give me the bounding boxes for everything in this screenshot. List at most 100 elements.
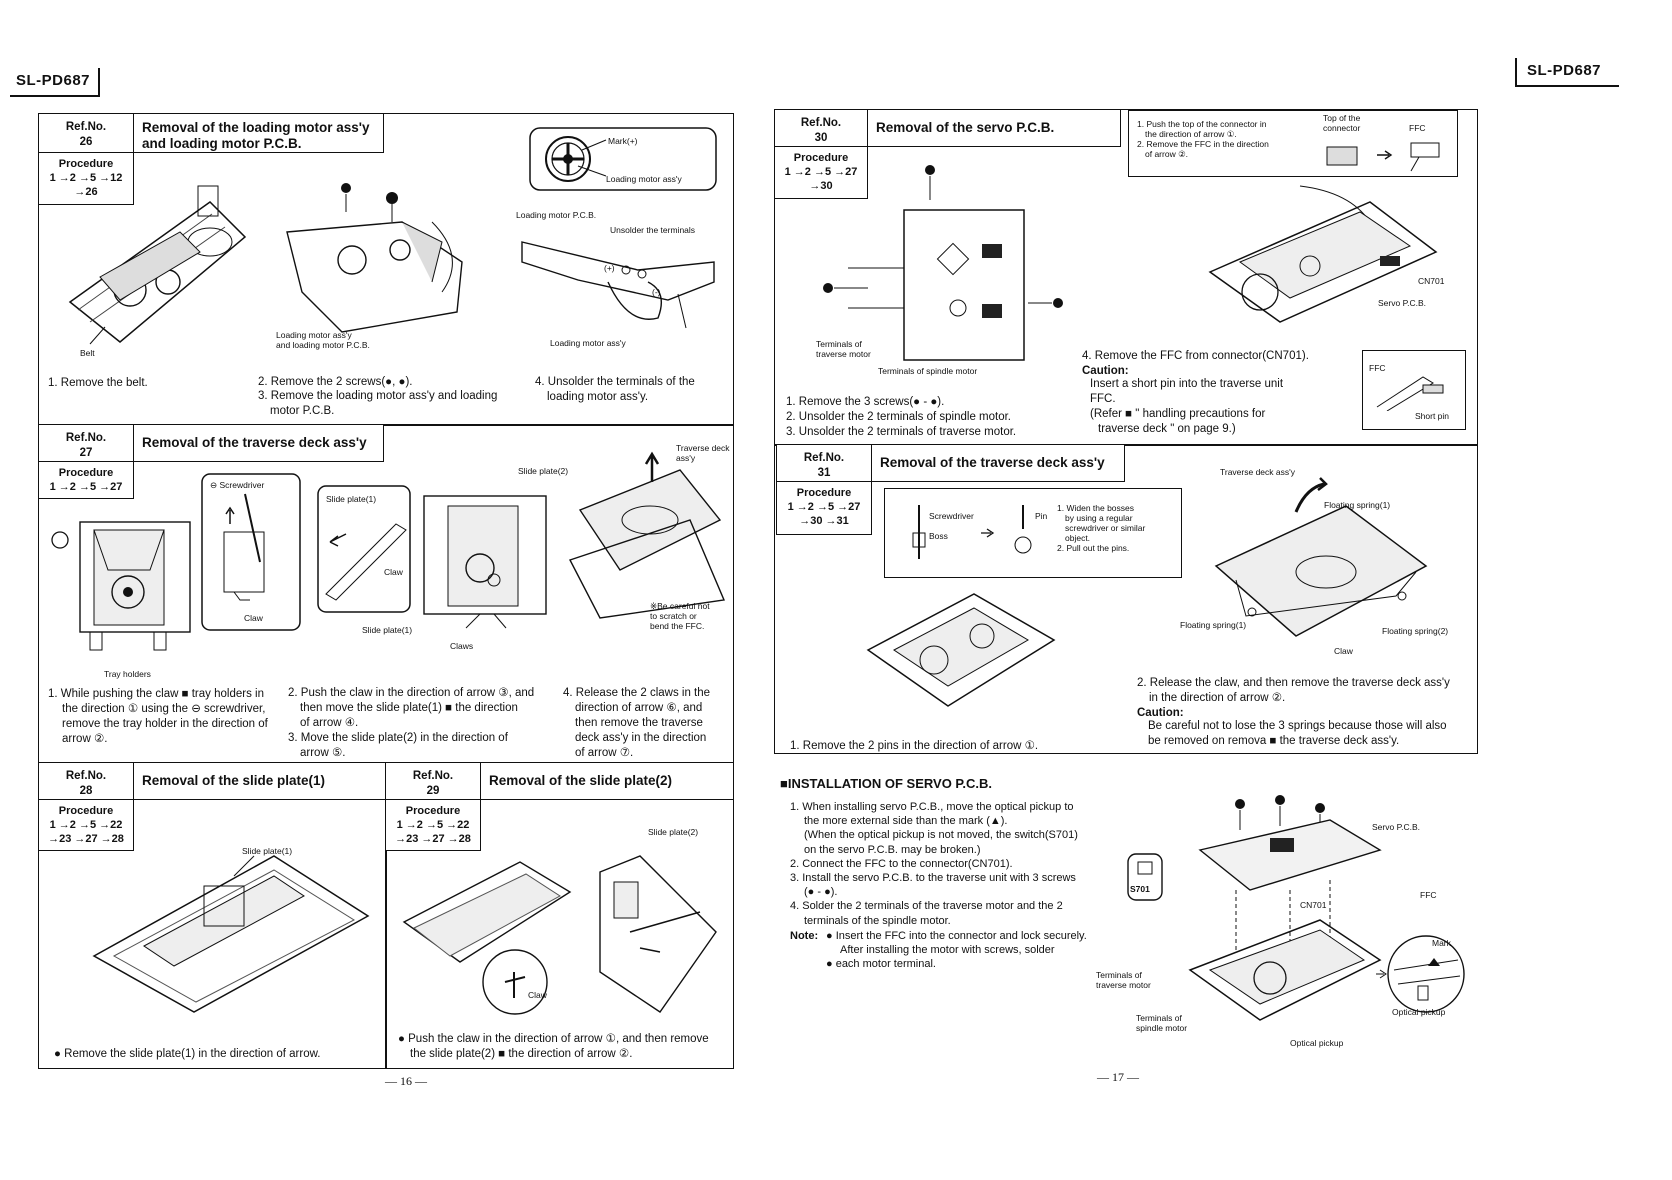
- widen-boss-box: Screwdriver Boss Pin 1. Widen the bosses…: [884, 488, 1182, 578]
- label-careful-ffc: ※Be careful not to scratch or bend the F…: [650, 601, 710, 631]
- s701-switch-inset: [1126, 852, 1164, 902]
- procedure-26: Procedure 1 →2 →5 →12 →26: [38, 152, 134, 205]
- divider-30-31: [774, 444, 1478, 446]
- procedure-28: Procedure 1 →2 →5 →22 →23 →27 →28: [38, 799, 134, 851]
- label-claw-29: Claw: [528, 990, 547, 1000]
- label-slide-plate1: Slide plate(1): [326, 494, 377, 504]
- label-ffc-info: FFC: [1409, 123, 1426, 133]
- step-31-2: 2. Release the claw, and then remove the…: [1137, 677, 1450, 704]
- label-boss: Boss: [929, 531, 948, 541]
- label-optical-pickup-b: Optical pickup: [1392, 1007, 1446, 1017]
- installation-note-label: Note:: [790, 930, 819, 942]
- label-s701: S701: [1130, 884, 1150, 894]
- traverse-deck-lift-drawing: [560, 450, 728, 620]
- connector-info-box: 1. Push the top of the connector in the …: [1128, 110, 1458, 177]
- traverse-deck-removal-drawing: [1196, 476, 1436, 656]
- slide-plate2-drawing: [400, 852, 720, 1022]
- label-unsolder-terminals: Unsolder the terminals: [610, 225, 696, 235]
- label-traverse-deck-27: Traverse deck ass'y: [676, 443, 730, 463]
- label-slide-plate1-b: Slide plate(1): [362, 625, 413, 635]
- label-floating1: Floating spring(1): [1324, 500, 1391, 510]
- deck-belt-drawing: [60, 182, 250, 360]
- label-traverse-deck-31: Traverse deck ass'y: [1220, 467, 1295, 477]
- right-page-frame: [774, 109, 1478, 754]
- label-slide-plate1-28: Slide plate(1): [242, 846, 293, 856]
- connector-sketch: [1307, 137, 1455, 175]
- section-30-title: Removal of the servo P.C.B.: [867, 109, 1121, 147]
- label-cn701-install: CN701: [1300, 900, 1327, 910]
- installation-heading: ■INSTALLATION OF SERVO P.C.B.: [780, 776, 993, 791]
- model-label-left: SL-PD687: [10, 68, 101, 97]
- step-27-4: 4. Release the 2 claws in the direction …: [563, 687, 711, 759]
- label-screwdriver: ⊖ Screwdriver: [210, 480, 265, 490]
- step-27-1: 1. While pushing the claw ■ tray holders…: [48, 688, 268, 745]
- traverse-unit-drawing: [864, 590, 1058, 710]
- label-tray-holders: Tray holders: [104, 669, 151, 679]
- ref-number: 26: [79, 136, 93, 148]
- label-cn701-30: CN701: [1418, 276, 1445, 286]
- label-mark-install: Mark: [1432, 938, 1451, 948]
- loading-motor-screws-drawing: [282, 182, 472, 342]
- page-number-right: — 17 —: [1097, 1070, 1139, 1084]
- ref-no-28: Ref.No. 28: [38, 762, 134, 800]
- ref-no-31: Ref.No. 31: [776, 444, 872, 482]
- caution-31: Caution:: [1137, 707, 1184, 719]
- label-floating2: Floating spring(2): [1382, 626, 1449, 636]
- servo-pcb-drawing: [818, 158, 1068, 368]
- label-plus: (+): [604, 263, 615, 273]
- servo-install-drawing: [1180, 790, 1420, 1040]
- ref-no-26: Ref.No. 26: [38, 113, 134, 153]
- label-belt: Belt: [80, 348, 95, 358]
- label-claw-27b: Claw: [384, 567, 403, 577]
- loading-motor-mark-inset: [528, 126, 718, 192]
- deck-claws-drawing: [420, 492, 550, 632]
- caution-30: Caution:: [1082, 365, 1129, 377]
- label-minus: (-): [652, 287, 661, 297]
- installation-steps: 1. When installing servo P.C.B., move th…: [790, 801, 1078, 927]
- label-loading-motor-pcb: Loading motor P.C.B.: [516, 210, 597, 220]
- label-short-pin: Short pin: [1415, 411, 1450, 421]
- widen-instructions: 1. Widen the bosses by using a regular s…: [1057, 503, 1146, 553]
- label-claw-27: Claw: [244, 613, 263, 623]
- label-slide-plate2: Slide plate(2): [518, 466, 569, 476]
- label-claws: Claws: [450, 641, 474, 651]
- label-loading-motor-assy-inset: Loading motor ass'y: [606, 174, 682, 184]
- label-claw-31: Claw: [1334, 646, 1353, 656]
- step-26-4: 4. Unsolder the terminals of the loading…: [535, 376, 695, 403]
- section-29-title: Removal of the slide plate(2): [480, 762, 734, 800]
- servo-pcb-assembly-drawing: [1200, 182, 1440, 332]
- loading-motor-pcb-drawing: [518, 222, 718, 334]
- label-slide-plate2-29: Slide plate(2): [648, 827, 699, 837]
- model-label-right: SL-PD687: [1515, 58, 1620, 87]
- ref-label: Ref.No.: [65, 121, 107, 133]
- label-term-traverse-install: Terminals of traverse motor: [1096, 970, 1151, 990]
- step-30-4: 4. Remove the FFC from connector(CN701).: [1082, 350, 1309, 362]
- label-ffc-short: FFC: [1369, 363, 1386, 373]
- label-optical-pickup: Optical pickup: [1290, 1038, 1344, 1048]
- section-31-title: Removal of the traverse deck ass'y: [871, 444, 1125, 482]
- label-servo-pcb-install: Servo P.C.B.: [1372, 822, 1421, 832]
- slide-plate1-inset: [316, 484, 412, 614]
- caution-30-text: Insert a short pin into the traverse uni…: [1090, 378, 1284, 435]
- section-28-title: Removal of the slide plate(1): [133, 762, 386, 800]
- short-pin-inset: FFC Short pin: [1362, 350, 1466, 430]
- step-31-1: 1. Remove the 2 pins in the direction of…: [790, 740, 1039, 752]
- label-lm-assy-bottom: Loading motor ass'y: [550, 338, 626, 348]
- label-lm-assy-pcb: Loading motor ass'y and loading motor P.…: [276, 330, 370, 350]
- label-term-traverse-30: Terminals of traverse motor: [816, 339, 871, 359]
- caution-31-text: Be careful not to lose the 3 springs bec…: [1148, 720, 1447, 747]
- label-mark: Mark(+): [608, 136, 638, 146]
- label-floating1b: Floating spring(1): [1180, 620, 1247, 630]
- step-27-2: 2. Push the claw in the direction of arr…: [288, 687, 535, 759]
- label-term-spindle-30: Terminals of spindle motor: [878, 366, 978, 376]
- procedure-27: Procedure 1 →2 →5 →27: [38, 461, 134, 499]
- screwdriver-inset: [200, 472, 302, 632]
- label-screwdriver-31: Screwdriver: [929, 511, 974, 521]
- label-pin: Pin: [1035, 511, 1048, 521]
- procedure-29: Procedure 1 →2 →5 →22 →23 →27 →28: [385, 799, 481, 851]
- label-term-spindle-install: Terminals of spindle motor: [1136, 1013, 1188, 1033]
- step-30-1: 1. Remove the 3 screws(● - ●). 2. Unsold…: [786, 396, 1017, 438]
- step-26-2: 2. Remove the 2 screws(●, ●).: [258, 376, 413, 388]
- step-26-3: 3. Remove the loading motor ass'y and lo…: [258, 390, 498, 417]
- step-28: ● Remove the slide plate(1) in the direc…: [54, 1048, 321, 1060]
